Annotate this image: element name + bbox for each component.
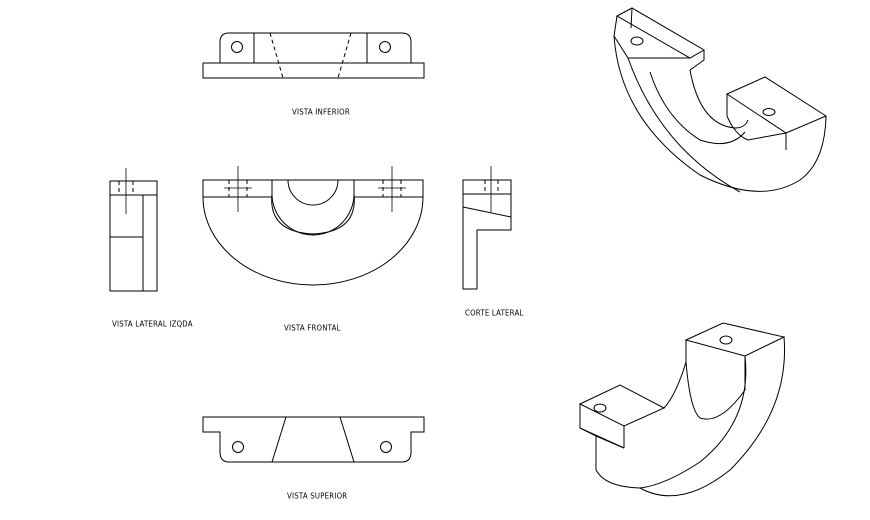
label-vista-frontal: VISTA FRONTAL [284,323,341,333]
label-vista-superior: VISTA SUPERIOR [287,491,348,501]
label-corte-lateral: CORTE LATERAL [465,308,524,318]
vista-lateral-izqda-view [109,168,158,292]
vista-superior-view [202,416,425,463]
label-vista-inferior: VISTA INFERIOR [292,107,350,117]
vista-frontal-view [202,166,424,286]
isometric-view-lower [578,322,786,497]
corte-lateral-view [462,166,512,290]
isometric-view-upper [613,7,828,193]
vista-inferior-view [202,32,425,79]
label-vista-lateral-izqda: VISTA LATERAL IZQDA [112,319,193,329]
